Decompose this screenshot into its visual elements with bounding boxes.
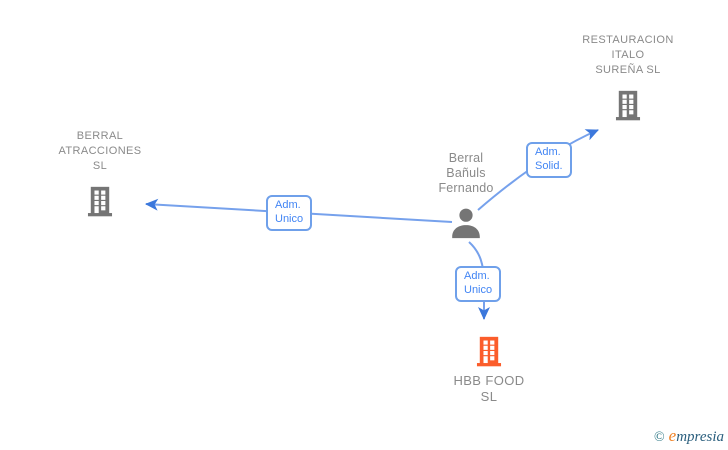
- edge-label-adm-solid-restauracion: Adm. Solid.: [526, 142, 572, 178]
- copyright-icon: ©: [654, 430, 665, 445]
- node-company-hbb-food[interactable]: HBB FOOD SL: [399, 334, 579, 404]
- node-person-berral-banuls-fernando[interactable]: Berral Bañuls Fernando: [376, 151, 556, 242]
- node-label: HBB FOOD SL: [453, 373, 525, 404]
- node-label: RESTAURACION ITALO SUREÑA SL: [582, 34, 674, 76]
- edge-label-adm-unico-berral: Adm. Unico: [266, 195, 313, 231]
- person-icon: [452, 208, 480, 239]
- node-company-restauracion[interactable]: RESTAURACION ITALO SUREÑA SL: [538, 33, 718, 122]
- edge-label-adm-unico-hbb: Adm. Unico: [455, 266, 502, 302]
- building-icon: [87, 186, 113, 217]
- node-company-berral[interactable]: BERRAL ATRACCIONES SL: [10, 129, 190, 218]
- brand-name: empresia: [668, 426, 724, 445]
- building-icon: [476, 336, 502, 367]
- node-label: BERRAL ATRACCIONES SL: [58, 130, 142, 172]
- building-icon: [615, 90, 641, 121]
- node-label: Berral Bañuls Fernando: [438, 151, 494, 195]
- empresia-logo: ©empresia: [654, 426, 724, 446]
